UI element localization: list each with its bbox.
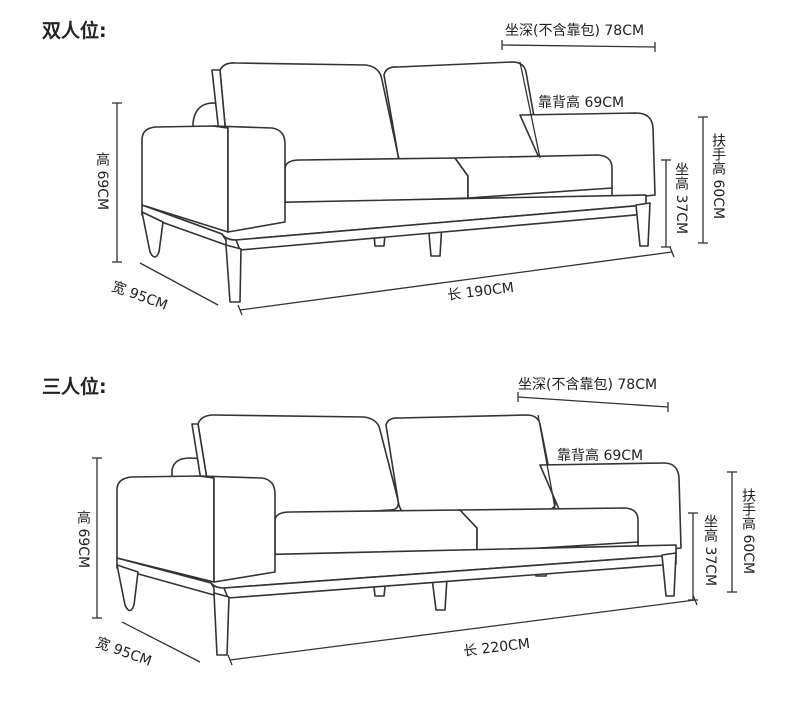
- height-label: 高 69CM: [75, 510, 91, 569]
- back-cushion-right: [385, 414, 557, 516]
- section-title: 三人位:: [42, 376, 107, 398]
- two-seater-drawing: [112, 40, 708, 316]
- height-label: 高 69CM: [94, 152, 110, 211]
- seat-depth-label: 坐深(不含靠包) 78CM: [505, 23, 645, 39]
- three-seater-section: 三人位:: [0, 360, 790, 720]
- back-height-label: 靠背高 69CM: [557, 448, 644, 464]
- armrest-height-label: 扶手高 60CM: [740, 488, 756, 575]
- two-seater-section: 双人位:: [42, 20, 726, 316]
- sofa-leg: [225, 244, 242, 303]
- armrest-height-label: 扶手高 60CM: [710, 133, 726, 220]
- left-arm-front: [213, 125, 286, 233]
- seat-height-label: 坐高 37CM: [673, 162, 689, 235]
- dimension-lines: [112, 40, 708, 316]
- back-height-label: 靠背高 69CM: [538, 95, 625, 111]
- sofa-outline: [141, 61, 656, 303]
- seat-cushion-right: [454, 154, 613, 199]
- section-title: 双人位:: [42, 20, 107, 42]
- seat-cushion-left: [284, 157, 469, 205]
- sofa-leg: [213, 592, 230, 656]
- sofa-leg: [661, 552, 677, 597]
- three-seater-drawing: [92, 392, 737, 666]
- sofa-leg: [141, 211, 164, 258]
- seat-height-label: 坐高 37CM: [702, 514, 718, 587]
- sofa-leg: [635, 202, 651, 247]
- sofa-leg: [116, 564, 139, 612]
- seat-depth-label: 坐深(不含靠包) 78CM: [518, 377, 658, 393]
- sofa-outline: [116, 414, 682, 656]
- dimension-lines: [92, 392, 737, 666]
- back-cushion-right: [383, 61, 542, 166]
- left-arm-front: [199, 475, 276, 583]
